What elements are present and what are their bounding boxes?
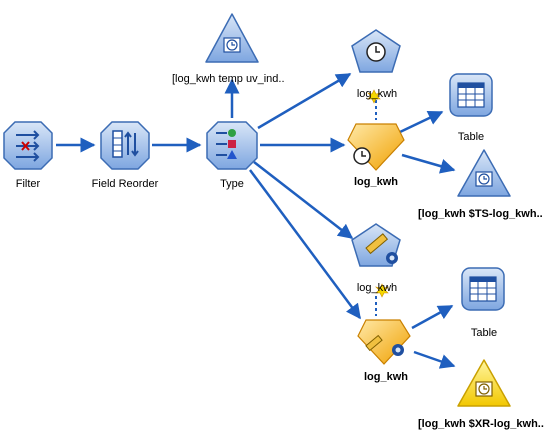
link-type-regnugget[interactable] xyxy=(248,169,362,320)
table-node-1[interactable] xyxy=(449,73,493,117)
filter-icon xyxy=(16,130,40,162)
xr-graph-node[interactable] xyxy=(457,359,511,407)
link-tsnugget-table[interactable] xyxy=(399,110,444,134)
regression-modeling-node[interactable] xyxy=(351,223,401,298)
xr-graph-label: [log_kwh $XR-log_kwh.. xyxy=(418,418,544,430)
ts-nugget-label: log_kwh xyxy=(353,176,399,188)
table-node-2[interactable] xyxy=(461,267,505,311)
link-tsnugget-graph[interactable] xyxy=(401,153,456,174)
type-node[interactable] xyxy=(206,121,258,170)
filter-node[interactable] xyxy=(3,121,53,170)
type-icon xyxy=(216,129,237,159)
field-reorder-label: Field Reorder xyxy=(91,178,159,190)
field-reorder-node[interactable] xyxy=(100,121,150,170)
link-regnugget-graph[interactable] xyxy=(413,350,456,369)
table-1-label: Table xyxy=(457,131,485,143)
ts-modeling-label: log_kwh xyxy=(356,88,398,100)
graph-output-icon xyxy=(475,171,493,187)
graph-output-icon xyxy=(223,37,241,53)
table-icon xyxy=(469,276,497,302)
log-kwh-temp-graph-node[interactable] xyxy=(205,13,259,63)
link-type-tsmodel[interactable] xyxy=(257,72,352,130)
ts-modeling-node[interactable] xyxy=(351,29,401,104)
regression-nugget-node[interactable] xyxy=(357,319,411,365)
table-2-label: Table xyxy=(470,327,498,339)
link-type-regmodel[interactable] xyxy=(253,161,354,239)
regression-modeling-label: log_kwh xyxy=(356,282,398,294)
regression-nugget-label: log_kwh xyxy=(363,371,409,383)
time-series-nugget-icon xyxy=(353,147,371,165)
warning-star-icon xyxy=(375,283,389,298)
time-series-modeling-icon xyxy=(366,42,386,62)
ts-graph-label: [log_kwh $TS-log_kwh.. xyxy=(418,208,543,220)
type-label: Type xyxy=(220,178,244,190)
regression-nugget-icon xyxy=(365,334,404,356)
connections xyxy=(56,72,456,369)
table-icon xyxy=(457,82,485,108)
field-reorder-icon xyxy=(112,130,139,158)
graph-output-icon xyxy=(475,381,493,397)
warning-star-icon xyxy=(367,89,381,104)
ts-nugget-node[interactable] xyxy=(347,123,405,171)
link-regnugget-table[interactable] xyxy=(411,304,454,330)
ts-graph-node[interactable] xyxy=(457,149,511,197)
log-kwh-temp-graph-label: [log_kwh temp uv_ind.. xyxy=(172,73,285,85)
filter-label: Filter xyxy=(15,178,41,190)
regression-modeling-icon xyxy=(365,233,398,264)
